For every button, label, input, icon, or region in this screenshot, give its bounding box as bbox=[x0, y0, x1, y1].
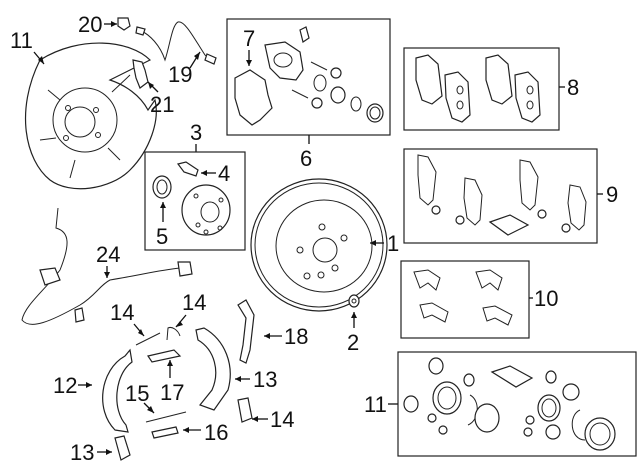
callout-9[interactable]: 9 bbox=[606, 182, 618, 207]
callout-22[interactable]: 20 bbox=[78, 12, 102, 37]
callout-3[interactable]: 3 bbox=[190, 120, 202, 145]
brake-pads-drawing bbox=[415, 54, 541, 123]
callout-15[interactable]: 14 bbox=[110, 300, 134, 325]
hose-clip-drawing bbox=[117, 17, 131, 31]
callout-17[interactable]: 15 bbox=[125, 381, 149, 406]
callout-24[interactable]: 24 bbox=[96, 242, 120, 267]
rotor-drawing bbox=[250, 178, 388, 312]
brake-pads-box bbox=[403, 47, 560, 131]
callout-5[interactable]: 5 bbox=[156, 224, 168, 249]
arrowhead-16 bbox=[176, 321, 183, 327]
callout-13a[interactable]: 12 bbox=[53, 373, 77, 398]
callout-18[interactable]: 16 bbox=[204, 420, 228, 445]
callout-7[interactable]: 7 bbox=[243, 26, 255, 51]
adjuster-spring-drawing bbox=[145, 411, 187, 423]
arrowhead-7 bbox=[246, 60, 252, 66]
brake-hose-drawing bbox=[135, 21, 217, 65]
arrowhead-19 bbox=[167, 360, 173, 366]
arrowhead-14a bbox=[106, 449, 112, 455]
adjuster-screw-drawing bbox=[151, 426, 179, 439]
arrowhead-23 bbox=[148, 82, 154, 89]
arrowhead-14b bbox=[252, 416, 258, 422]
arrowhead-13b bbox=[235, 376, 241, 382]
repair-kit-drawing bbox=[403, 357, 616, 451]
callout-20[interactable]: 18 bbox=[284, 324, 308, 349]
arrowhead-15 bbox=[138, 329, 144, 336]
callout-8[interactable]: 8 bbox=[567, 75, 579, 100]
arrowhead-24 bbox=[104, 272, 110, 278]
rotor-screw-drawing bbox=[348, 294, 360, 308]
callout-2[interactable]: 2 bbox=[347, 330, 359, 355]
arrowhead-18 bbox=[183, 427, 189, 433]
hose-bracket-drawing bbox=[132, 59, 149, 89]
hold-down-spring-drawing bbox=[166, 327, 181, 341]
callout-12[interactable]: 11 bbox=[10, 28, 33, 53]
callout-13b[interactable]: 13 bbox=[253, 367, 277, 392]
callout-23[interactable]: 21 bbox=[150, 92, 174, 117]
strut-drawing bbox=[147, 349, 182, 363]
callout-16[interactable]: 14 bbox=[182, 290, 206, 315]
clips-drawing bbox=[413, 269, 513, 326]
callout-19[interactable]: 17 bbox=[160, 380, 184, 405]
hub-drawing bbox=[152, 161, 231, 236]
clips-box bbox=[400, 260, 530, 339]
hold-down-cup-right-drawing bbox=[237, 397, 253, 423]
callout-6[interactable]: 6 bbox=[300, 146, 312, 171]
shims-drawing bbox=[417, 154, 587, 236]
hub-box bbox=[144, 151, 246, 251]
callout-10[interactable]: 10 bbox=[534, 286, 558, 311]
arrowhead-2 bbox=[351, 312, 357, 318]
callout-14b[interactable]: 14 bbox=[270, 407, 294, 432]
arrowhead-21 bbox=[194, 52, 200, 60]
callout-1[interactable]: 1 bbox=[387, 231, 399, 256]
arrowhead-4 bbox=[201, 170, 207, 176]
arrowhead-1 bbox=[370, 240, 376, 246]
arrowhead-13a bbox=[86, 382, 92, 388]
brake-shoe-right-drawing bbox=[195, 327, 231, 411]
return-spring-drawing bbox=[135, 332, 161, 346]
abs-wire-drawing bbox=[21, 207, 193, 325]
shims-box bbox=[403, 148, 598, 244]
callout-4[interactable]: 4 bbox=[218, 161, 230, 186]
callout-21[interactable]: 19 bbox=[168, 62, 192, 87]
brake-shoe-left-drawing bbox=[102, 348, 133, 433]
arrowhead-22 bbox=[111, 21, 117, 27]
arrowhead-17 bbox=[147, 406, 154, 413]
arrowhead-5 bbox=[160, 202, 166, 208]
caliper-drawing bbox=[234, 26, 384, 126]
callout-14a[interactable]: 13 bbox=[70, 440, 94, 465]
hold-down-cup-left-drawing bbox=[114, 435, 131, 461]
parking-lever-drawing bbox=[237, 299, 255, 364]
arrowheads bbox=[38, 21, 376, 455]
callout-11[interactable]: 11 bbox=[364, 392, 387, 417]
arrowhead-20 bbox=[264, 333, 270, 339]
arrowhead-12 bbox=[38, 56, 44, 64]
backing-plate-drawing bbox=[24, 42, 157, 190]
